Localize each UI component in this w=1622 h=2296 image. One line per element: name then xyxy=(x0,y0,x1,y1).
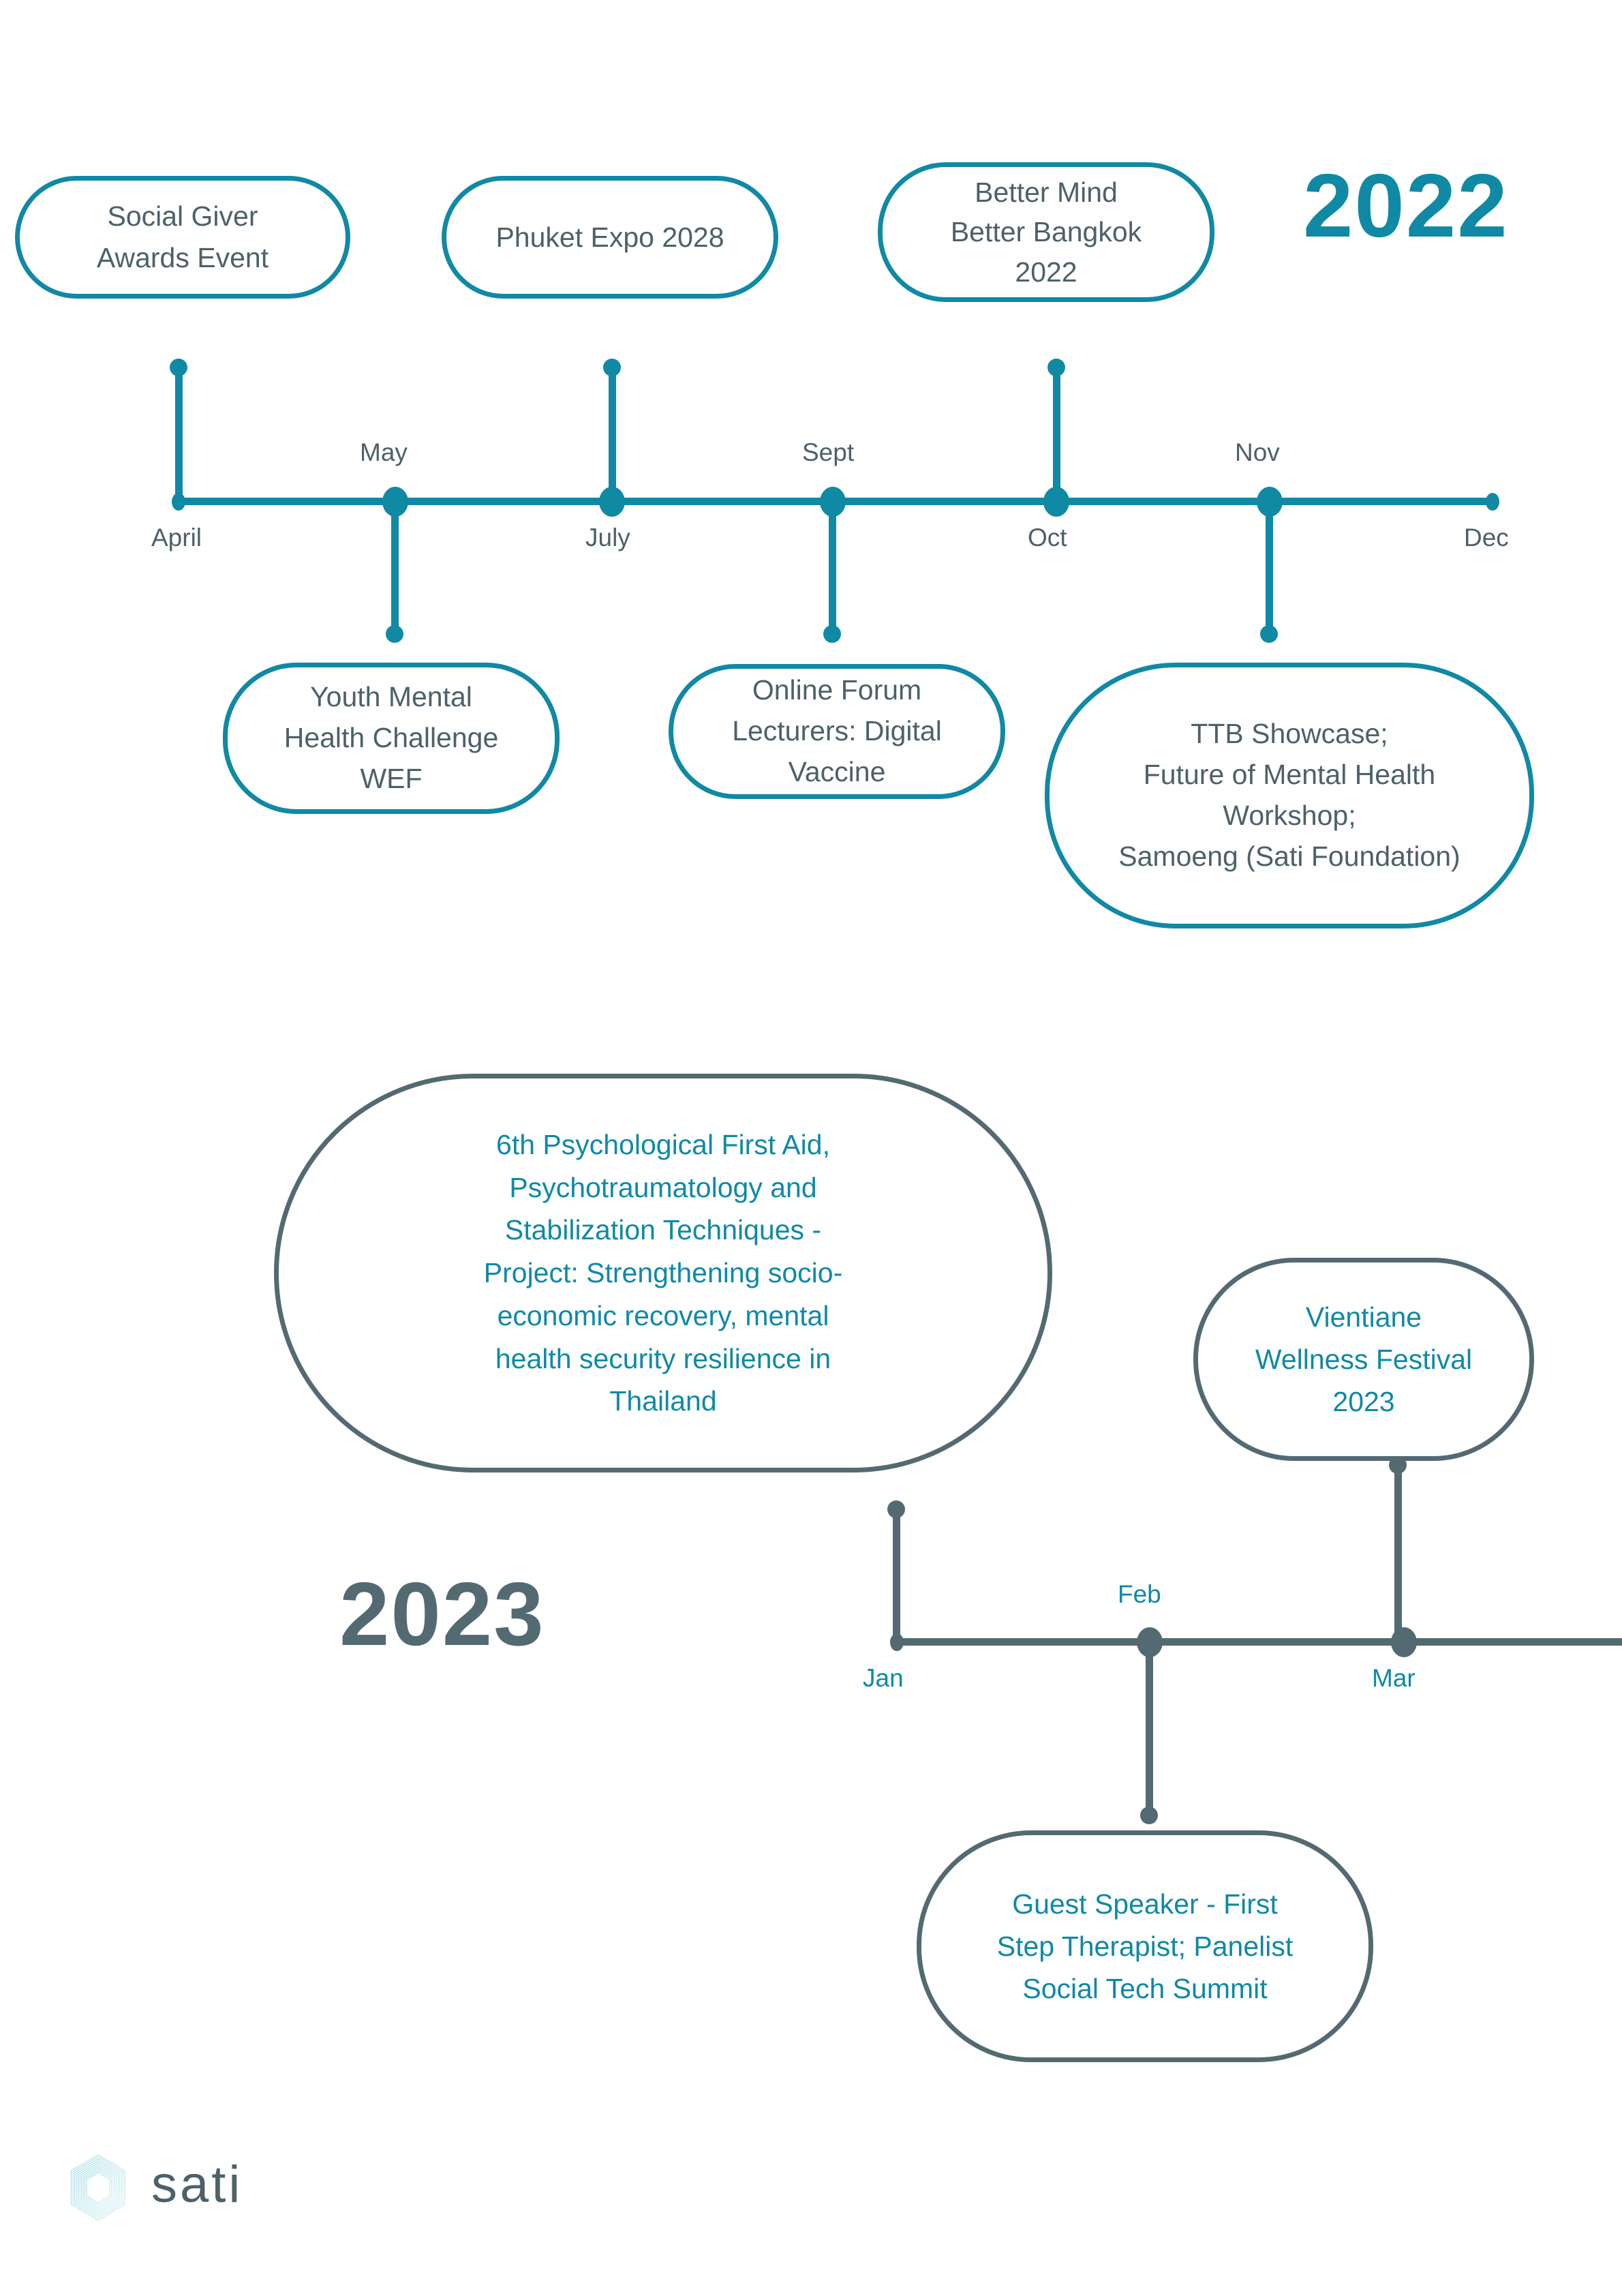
event-bubble-better-mind-better-bangkok[interactable]: Better Mind Better Bangkok 2022 xyxy=(878,162,1214,302)
connector-dot-ttb-showcase xyxy=(1260,625,1278,643)
month-label-dec: Dec xyxy=(1464,524,1509,552)
event-bubble-label: Youth Mental Health Challenge WEF xyxy=(284,681,499,794)
connector-stem-better-mind xyxy=(1053,368,1060,502)
connector-stem-guest-speaker xyxy=(1146,1638,1153,1815)
connector-stem-social-giver xyxy=(175,368,183,502)
event-bubble-label: TTB Showcase; Future of Mental Health Wo… xyxy=(1118,718,1460,872)
event-bubble-guest-speaker[interactable]: Guest Speaker - First Step Therapist; Pa… xyxy=(917,1830,1373,2062)
timeline-node-dec[interactable] xyxy=(1486,493,1499,511)
connector-stem-online-forum xyxy=(829,498,836,634)
event-bubble-label: Phuket Expo 2028 xyxy=(495,221,724,253)
month-label-april: April xyxy=(151,524,202,552)
connector-dot-better-mind xyxy=(1047,359,1065,376)
month-label-nov: Nov xyxy=(1235,438,1280,466)
connector-dot-phuket-expo xyxy=(603,359,621,376)
event-bubble-youth-mental-health-challenge[interactable]: Youth Mental Health Challenge WEF xyxy=(223,663,560,814)
event-bubble-social-giver-awards[interactable]: Social Giver Awards Event xyxy=(15,176,350,299)
event-bubble-label: Better Mind Better Bangkok 2022 xyxy=(950,177,1142,288)
hexagon-spiral-icon xyxy=(65,2153,131,2222)
month-label-oct: Oct xyxy=(1028,524,1067,552)
connector-stem-phuket-expo xyxy=(609,368,616,502)
month-label-sept: Sept xyxy=(802,438,855,466)
timeline-axis-2023 xyxy=(896,1638,1622,1646)
event-bubble-label: Guest Speaker - First Step Therapist; Pa… xyxy=(996,1888,1294,2005)
connector-dot-online-forum xyxy=(823,625,841,643)
connector-dot-guest-speaker xyxy=(1140,1807,1158,1824)
month-label-feb: Feb xyxy=(1118,1580,1161,1608)
connector-stem-youth-mental-health xyxy=(391,498,399,634)
connector-stem-psychological-first-aid xyxy=(893,1510,900,1644)
event-bubble-phuket-expo[interactable]: Phuket Expo 2028 xyxy=(442,176,778,299)
sati-wordmark: sati xyxy=(151,2156,243,2214)
connector-dot-psychological-first-aid xyxy=(887,1500,905,1518)
year-label-2022: 2022 xyxy=(1303,155,1509,256)
year-label-2023: 2023 xyxy=(339,1564,545,1664)
connector-stem-vientiane-wellness xyxy=(1394,1466,1402,1643)
connector-dot-youth-mental-health xyxy=(386,625,403,643)
event-bubble-psychological-first-aid[interactable]: 6th Psychological First Aid, Psychotraum… xyxy=(274,1074,1052,1472)
connector-dot-social-giver xyxy=(170,359,187,376)
event-bubble-label: Online Forum Lecturers: Digital Vaccine xyxy=(732,674,942,787)
connector-stem-ttb-showcase xyxy=(1266,498,1273,634)
event-bubble-label: Vientiane Wellness Festival 2023 xyxy=(1255,1301,1473,1418)
month-label-may: May xyxy=(360,438,408,466)
month-label-july: July xyxy=(585,524,630,552)
event-bubble-vientiane-wellness-festival[interactable]: Vientiane Wellness Festival 2023 xyxy=(1193,1258,1534,1461)
sati-logo[interactable]: sati xyxy=(65,2153,243,2222)
event-bubble-ttb-showcase[interactable]: TTB Showcase; Future of Mental Health Wo… xyxy=(1045,663,1534,928)
event-bubble-label: Social Giver Awards Event xyxy=(96,200,269,273)
event-bubble-label: 6th Psychological First Aid, Psychotraum… xyxy=(483,1128,843,1417)
month-label-jan: Jan xyxy=(863,1664,904,1692)
month-label-mar: Mar xyxy=(1372,1664,1416,1692)
event-bubble-online-forum-lecturers[interactable]: Online Forum Lecturers: Digital Vaccine xyxy=(669,664,1005,799)
